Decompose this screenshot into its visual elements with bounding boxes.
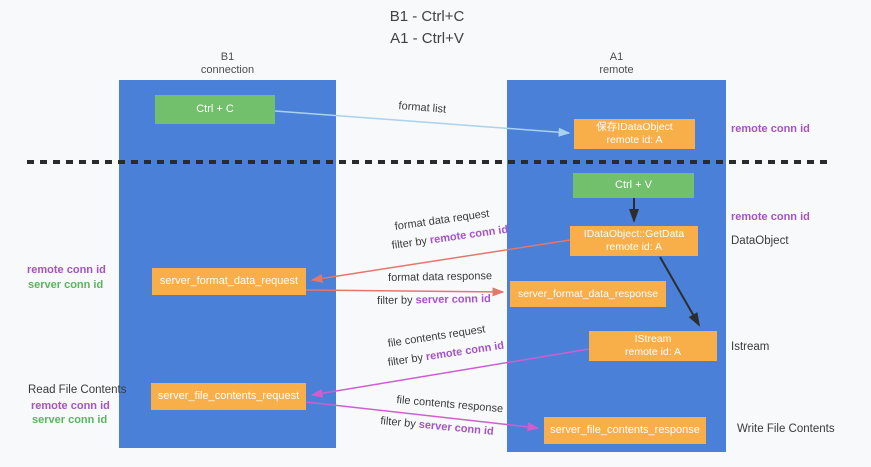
lane-a1-subtitle: remote bbox=[599, 64, 634, 76]
node-server-format-data-request: server_format_data_request bbox=[152, 268, 306, 295]
lane-b1-subtitle: connection bbox=[200, 64, 255, 76]
annotation-dataobject: DataObject bbox=[731, 235, 789, 247]
diagram-title: B1 - Ctrl+C A1 - Ctrl+V bbox=[390, 6, 465, 50]
annotation-remote-conn-id-left-1: remote conn id bbox=[27, 264, 106, 276]
node-server-file-contents-response-label: server_file_contents_response bbox=[550, 424, 700, 436]
edge-label-format-data-response: format data response bbox=[388, 270, 492, 284]
node-server-file-contents-response: server_file_contents_response bbox=[544, 417, 706, 444]
filter-by-text: filter by bbox=[391, 234, 431, 252]
remote-conn-id-text: remote conn id bbox=[429, 223, 509, 247]
node-server-format-data-response-label: server_format_data_response bbox=[517, 287, 659, 300]
node-istream-line2: remote id: A bbox=[624, 346, 682, 358]
title-line-1: B1 - Ctrl+C bbox=[389, 8, 465, 25]
node-ctrl-v-label: Ctrl + V bbox=[615, 179, 652, 191]
edge-label-filter-server-1: filter by server conn id bbox=[377, 293, 491, 307]
annotation-remote-conn-id-top: remote conn id bbox=[731, 123, 810, 135]
node-server-file-contents-request-label: server_file_contents_request bbox=[157, 390, 300, 402]
node-server-format-data-response: server_format_data_response bbox=[510, 281, 666, 307]
node-save-idataobject: 保存IDataObject remote id: A bbox=[574, 119, 695, 149]
edge-label-filter-server-2: filter by server conn id bbox=[380, 415, 494, 438]
node-ctrl-c: Ctrl + C bbox=[155, 95, 275, 124]
node-getdata-line2: remote id: A bbox=[605, 241, 663, 253]
title-line-2: A1 - Ctrl+V bbox=[390, 30, 464, 47]
node-server-file-contents-request: server_file_contents_request bbox=[151, 383, 306, 410]
annotation-remote-conn-id-left-2: remote conn id bbox=[31, 400, 110, 412]
lane-header-a1: A1 remote bbox=[507, 51, 726, 77]
server-conn-id-text: server conn id bbox=[418, 418, 495, 438]
lane-a1-name: A1 bbox=[609, 51, 624, 63]
session-separator-dashed-line bbox=[27, 160, 830, 164]
annotation-write-file-contents: Write File Contents bbox=[737, 423, 835, 435]
server-conn-id-text: server conn id bbox=[415, 293, 491, 307]
lane-header-b1: B1 connection bbox=[119, 51, 336, 77]
edge-label-file-contents-response: file contents response bbox=[396, 394, 504, 415]
node-server-format-data-request-label: server_format_data_request bbox=[159, 275, 299, 287]
annotation-remote-conn-id-mid: remote conn id bbox=[731, 211, 810, 223]
node-getdata-line1: IDataObject::GetData bbox=[583, 228, 685, 240]
annotation-server-conn-id-left-2: server conn id bbox=[32, 414, 108, 426]
filter-by-text: filter by bbox=[387, 351, 427, 369]
lane-b1-name: B1 bbox=[220, 51, 235, 63]
annotation-read-file-contents: Read File Contents bbox=[28, 384, 127, 396]
filter-by-text: filter by bbox=[377, 294, 416, 307]
node-ctrl-c-label: Ctrl + C bbox=[196, 103, 234, 115]
node-istream-line1: IStream bbox=[634, 333, 672, 345]
format-data-response-text: format data response bbox=[388, 270, 493, 284]
remote-conn-id-text: remote conn id bbox=[425, 339, 505, 364]
node-ctrl-v: Ctrl + V bbox=[573, 173, 694, 198]
node-save-idataobject-line1: 保存IDataObject bbox=[596, 121, 673, 133]
filter-by-text: filter by bbox=[379, 415, 420, 431]
node-save-idataobject-line2: remote id: A bbox=[606, 134, 663, 146]
file-contents-response-text: file contents response bbox=[395, 394, 504, 416]
edge-label-format-list: format list bbox=[398, 100, 446, 116]
annotation-server-conn-id-left-1: server conn id bbox=[28, 279, 104, 291]
annotation-istream: Istream bbox=[731, 341, 770, 353]
node-idataobject-getdata: IDataObject::GetData remote id: A bbox=[570, 226, 698, 256]
node-istream: IStream remote id: A bbox=[589, 331, 717, 361]
format-list-text: format list bbox=[398, 100, 447, 116]
